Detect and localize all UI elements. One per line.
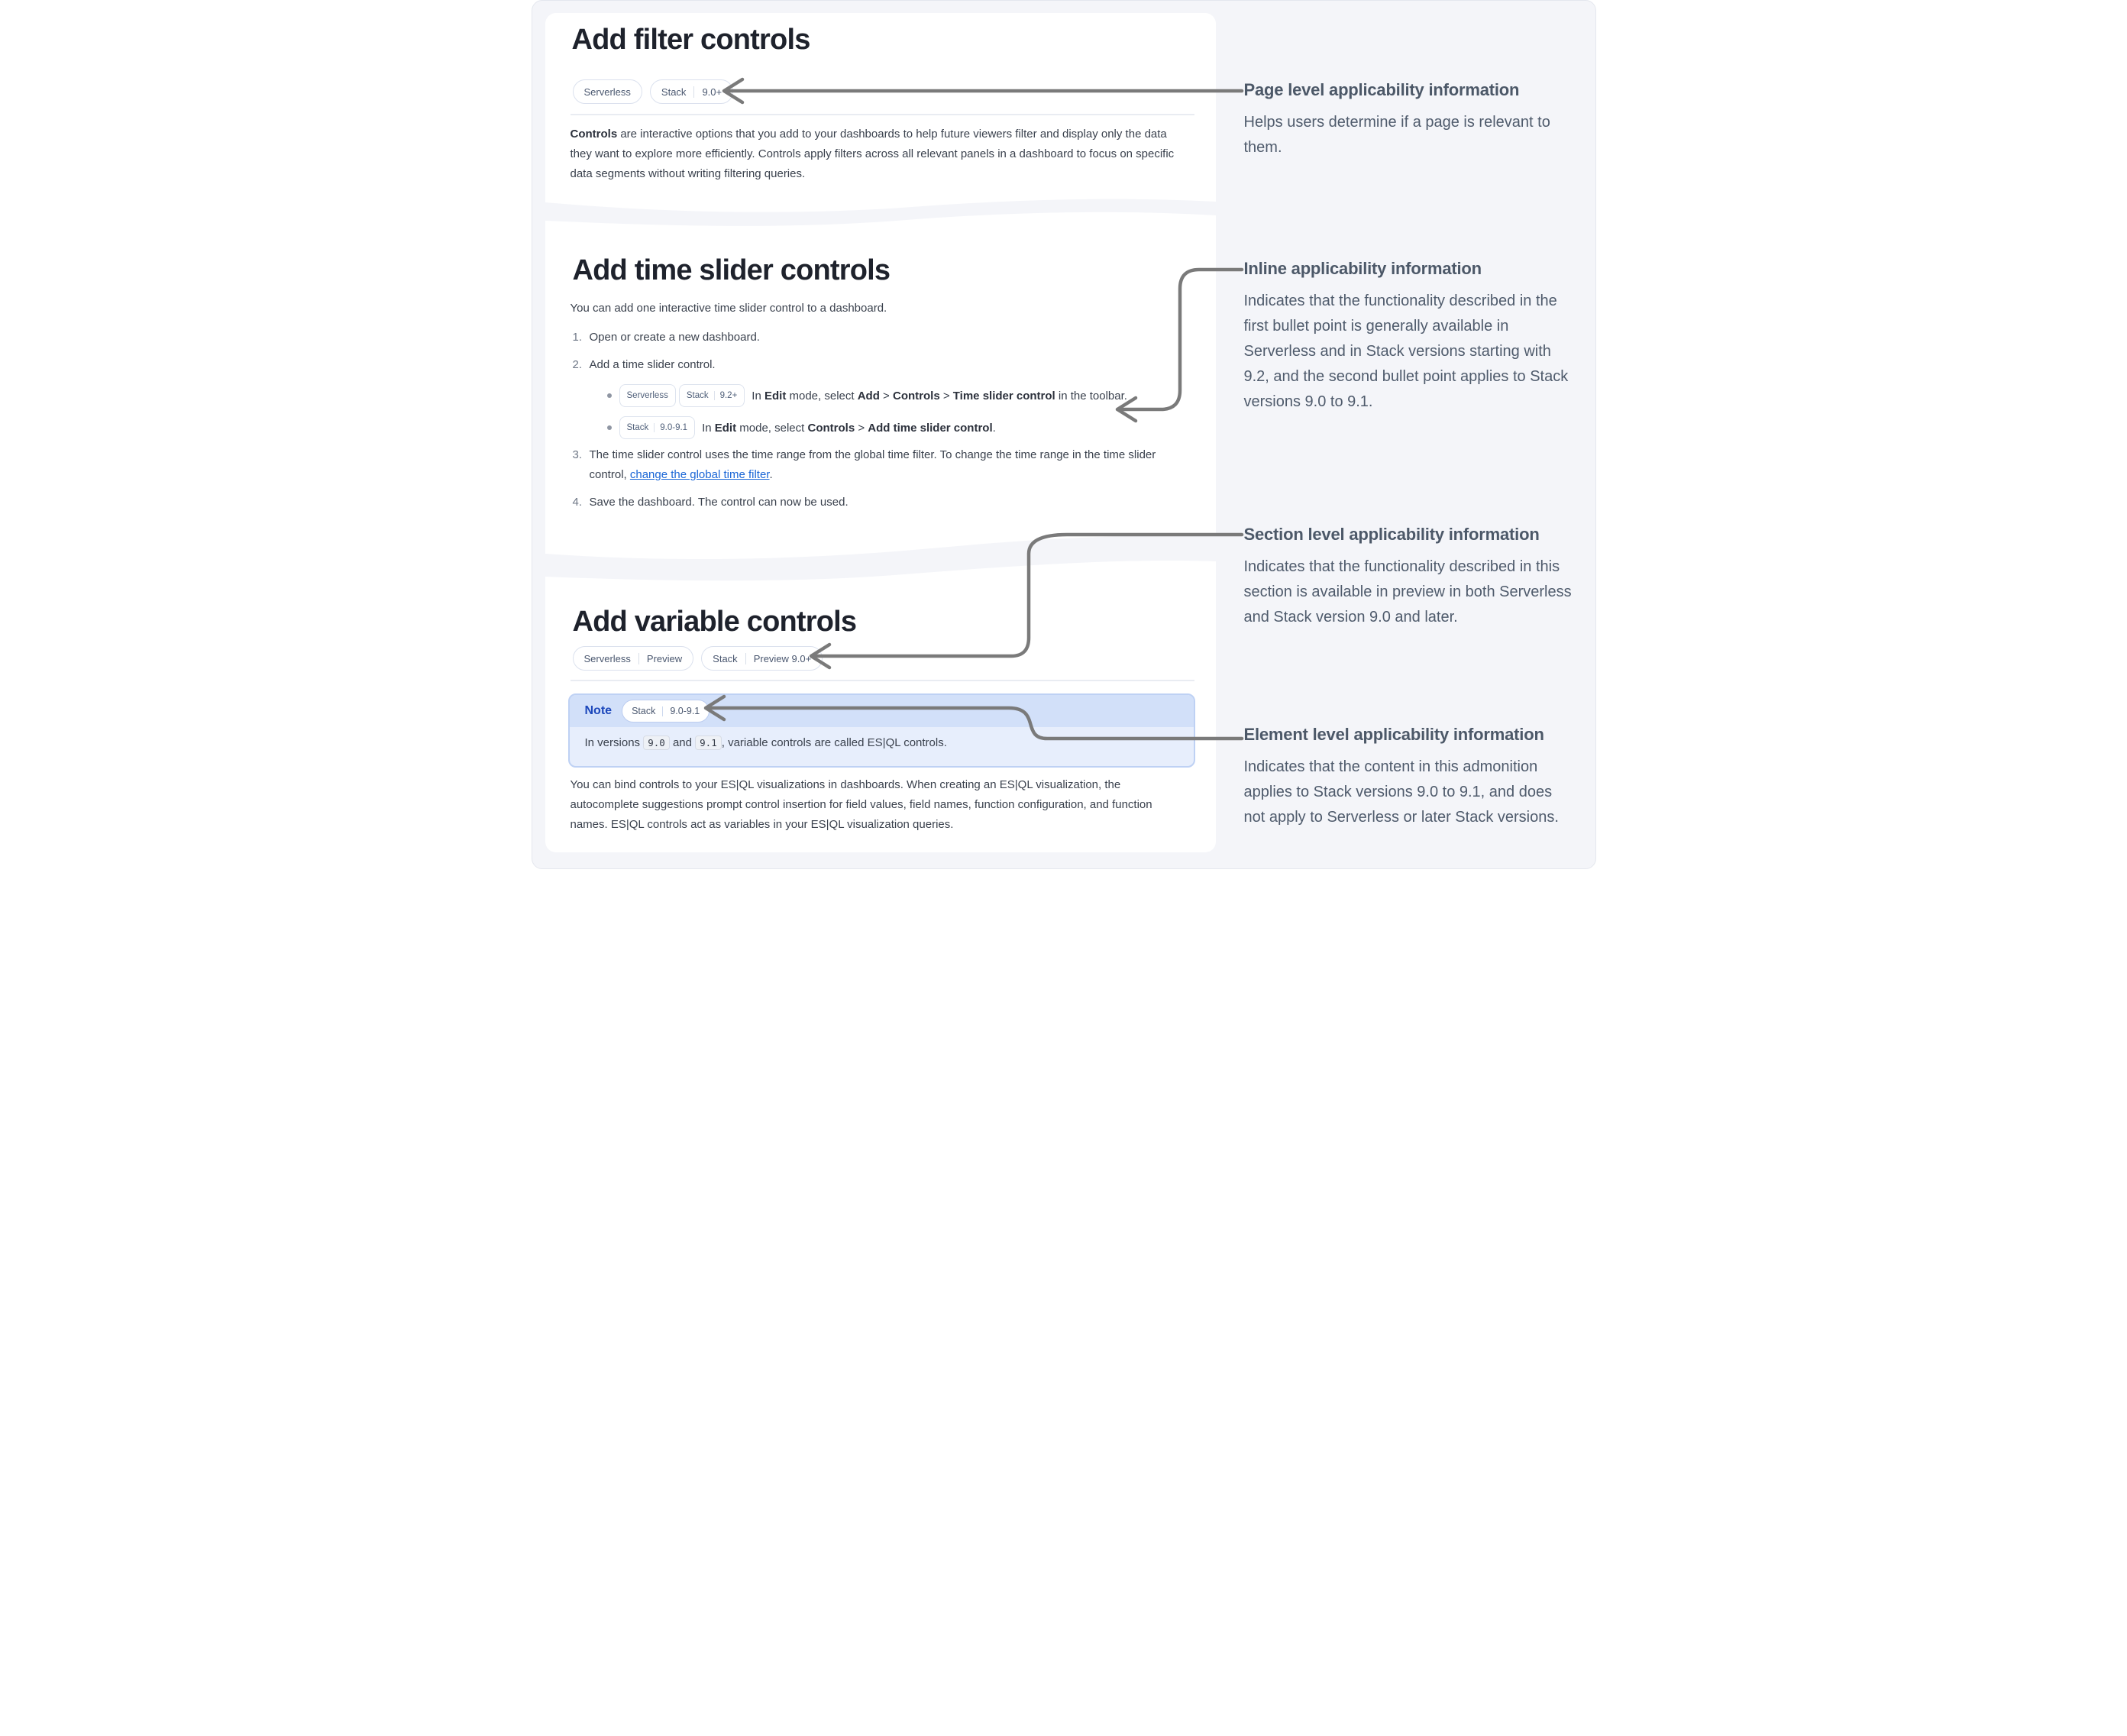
list-item: Stack 9.0-9.1 In Edit mode, select Contr… (606, 416, 996, 439)
badge-label: Serverless (626, 391, 668, 400)
annotation-body: Indicates that the functionality describ… (1243, 558, 1572, 626)
annotation-body: Helps users determine if a page is relev… (1243, 114, 1550, 156)
step-number: 4. (572, 496, 583, 509)
bold-controls: Controls (570, 128, 618, 141)
badge-divider (745, 652, 746, 664)
badge-serverless-preview[interactable]: Serverless Preview (572, 646, 694, 671)
annotation-body: Indicates that the functionality describ… (1243, 293, 1569, 410)
divider (570, 680, 1194, 681)
list-item: 3. The time slider control uses the time… (573, 445, 1193, 485)
badge-stack-preview[interactable]: Stack Preview 9.0+ (701, 646, 823, 671)
paragraph-text: are interactive options that you add to … (570, 128, 1175, 180)
step-text: Save the dashboard. The control can now … (589, 496, 849, 509)
list-item: 4. Save the dashboard. The control can n… (573, 493, 1184, 512)
badge-divider (713, 391, 715, 400)
list-item: 2. Add a time slider control. (573, 355, 1184, 375)
step-number: 1. (572, 331, 583, 344)
intro-paragraph: Controls are interactive options that yo… (571, 124, 1181, 184)
step-text: The time slider control uses the time ra… (589, 448, 1156, 481)
annotation-title: Element level applicability information (1243, 725, 1544, 744)
badge-label: Stack (713, 652, 738, 664)
variable-paragraph: You can bind controls to your ES|QL visu… (570, 778, 1152, 831)
note-label: Note (584, 704, 613, 717)
code-version: 9.1 (695, 735, 722, 750)
badge-label: Stack (632, 706, 656, 716)
note-admonition: Note Stack 9.0-9.1 In versions 9.0 and 9… (567, 693, 1195, 768)
note-body: In versions 9.0 and 9.1, variable contro… (584, 735, 947, 750)
badge-serverless[interactable]: Serverless (619, 384, 676, 407)
annotation-page-level: Page level applicability information Hel… (1244, 80, 1577, 160)
badge-label: Serverless (583, 652, 631, 664)
section-title-time-slider: Add time slider controls (572, 254, 891, 286)
note-header: Note Stack 9.0-9.1 (569, 695, 1194, 727)
step-number: 3. (572, 448, 583, 461)
badge-stack[interactable]: Stack 9.0-9.1 (619, 416, 696, 439)
global-time-filter-link[interactable]: change the global time filter (629, 468, 770, 481)
section-title-variable: Add variable controls (572, 606, 858, 638)
annotation-section-level: Section level applicability information … (1244, 525, 1577, 630)
page-applies-badges: Serverless Stack 9.0+ (572, 79, 734, 104)
docs-page: Add filter controls Serverless Stack 9.0… (531, 0, 1596, 869)
badge-version: 9.0+ (702, 86, 722, 98)
list-item: Serverless Stack 9.2+ In Edit mode, sele… (606, 384, 1127, 407)
annotation-title: Page level applicability information (1243, 80, 1520, 99)
badge-version: 9.0-9.1 (670, 706, 700, 716)
badge-version: 9.0-9.1 (660, 423, 688, 432)
badge-stack[interactable]: Stack 9.0-9.1 (622, 700, 710, 723)
page-title: Add filter controls (571, 24, 811, 56)
badge-stack[interactable]: Stack 9.0+ (649, 79, 734, 104)
badge-label: Stack (626, 423, 649, 432)
step-text: Open or create a new dashboard. (589, 331, 760, 344)
divider (570, 114, 1194, 115)
badge-version: Preview (646, 652, 683, 664)
step-number: 2. (572, 358, 583, 371)
annotation-title: Section level applicability information (1243, 525, 1540, 544)
time-slider-intro: You can add one interactive time slider … (570, 302, 887, 315)
badge-divider (693, 86, 695, 98)
badge-version: Preview 9.0+ (753, 652, 812, 664)
badge-stack[interactable]: Stack 9.2+ (678, 384, 745, 407)
annotation-inline-level: Inline applicability information Indicat… (1244, 259, 1577, 415)
badge-divider (638, 652, 639, 664)
badge-label: Stack (661, 86, 687, 98)
annotation-body: Indicates that the content in this admon… (1243, 758, 1559, 826)
list-item: 1. Open or create a new dashboard. (573, 328, 1184, 348)
section-applies-badges: Serverless Preview Stack Preview 9.0+ (572, 646, 823, 671)
bullet-icon (606, 393, 612, 398)
badge-label: Serverless (583, 86, 631, 98)
badge-divider (662, 706, 664, 716)
badge-label: Stack (686, 391, 709, 400)
bullet-icon (606, 425, 612, 430)
code-version: 9.0 (643, 735, 670, 750)
bullet-text: In Edit mode, select Controls > Add time… (702, 421, 996, 435)
annotation-element-level: Element level applicability information … (1244, 725, 1577, 830)
badge-divider (654, 423, 655, 432)
annotation-title: Inline applicability information (1243, 259, 1482, 278)
badge-version: 9.2+ (719, 391, 738, 400)
bullet-text: In Edit mode, select Add > Controls > Ti… (752, 389, 1127, 402)
step-text: Add a time slider control. (589, 358, 716, 371)
badge-serverless[interactable]: Serverless (572, 79, 642, 104)
